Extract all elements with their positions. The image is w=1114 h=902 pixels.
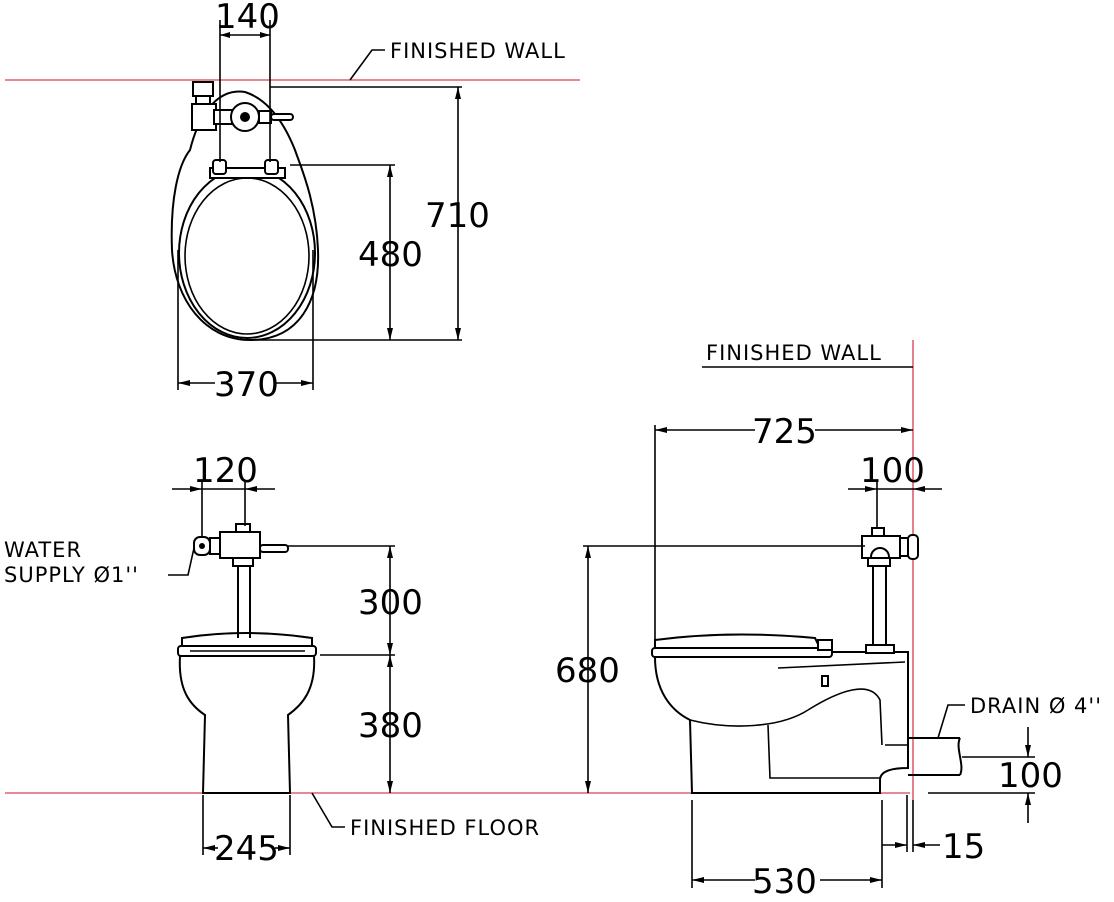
- dim-side-100-valve: 100: [860, 451, 925, 491]
- label-water-supply-1: WATER: [4, 538, 82, 562]
- dim-front-380: 380: [358, 706, 423, 746]
- dim-top-140: 140: [215, 0, 280, 37]
- dim-side-100-drain: 100: [998, 756, 1063, 796]
- side-view: 725 100 680 100 15 530: [555, 341, 1102, 902]
- dim-side-15: 15: [942, 827, 985, 867]
- front-view: 120 300 380 245 WATER SUPPLY Ø1'' FINISH…: [4, 451, 540, 869]
- label-drain: DRAIN Ø 4'': [970, 694, 1102, 718]
- label-finished-floor: FINISHED FLOOR: [350, 816, 540, 840]
- dim-front-245: 245: [214, 829, 279, 869]
- dim-side-680: 680: [555, 651, 620, 691]
- label-finished-wall-top: FINISHED WALL: [390, 39, 566, 63]
- dim-side-725: 725: [752, 412, 817, 452]
- dim-top-710: 710: [425, 196, 490, 236]
- dim-front-120: 120: [193, 451, 258, 491]
- dim-front-300: 300: [358, 583, 423, 623]
- dim-side-530: 530: [752, 862, 817, 902]
- top-view: 140 710 480 370 FINISHED WALL: [170, 0, 566, 405]
- dim-top-370: 370: [214, 365, 279, 405]
- label-finished-wall-side: FINISHED WALL: [706, 341, 882, 365]
- dim-top-480: 480: [358, 235, 423, 275]
- label-water-supply-2: SUPPLY Ø1'': [4, 563, 139, 587]
